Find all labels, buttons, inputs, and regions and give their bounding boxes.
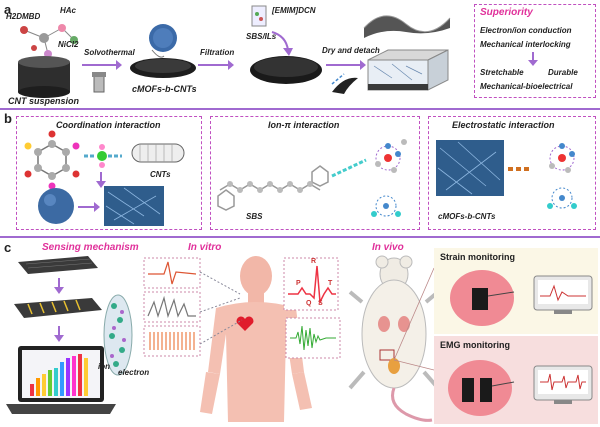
human-body	[200, 256, 312, 422]
superiority-item-2: Mechanical interlocking	[480, 40, 571, 49]
superiority-box	[474, 4, 596, 98]
ecg-s: S	[318, 300, 323, 307]
cmofs-label-b: cMOFs-b-CNTs	[438, 212, 496, 221]
superiority-item-5: Mechanical-bioelectrical	[480, 82, 573, 91]
sensor-strip-stretched	[14, 298, 102, 318]
electrostatic-box	[428, 116, 596, 230]
superiority-item-4: Durable	[548, 68, 578, 77]
product-cmofs: cMOFs-b-CNTs	[132, 84, 197, 94]
panel-letter-a: a	[4, 2, 12, 17]
superiority-item-3: Stretchable	[480, 68, 524, 77]
laptop-icon	[6, 346, 116, 414]
ion-electron-zoom	[103, 294, 133, 376]
emg-muscle	[448, 360, 515, 416]
down-arrow-c2	[54, 326, 64, 342]
pour-arrow	[271, 31, 293, 56]
cnt-suspension-label: CNT suspension	[8, 96, 80, 106]
strain-muscle	[450, 270, 515, 326]
mof-sphere	[38, 188, 74, 224]
coordination-molecule	[24, 130, 80, 190]
arrow-filtration	[198, 60, 234, 70]
detached-film	[331, 73, 358, 94]
cnts-label: CNTs	[150, 170, 171, 179]
emg-monitor	[533, 365, 593, 404]
sbs-chain	[217, 158, 367, 211]
panel-letter-c: c	[4, 240, 12, 255]
superiority-title: Superiority	[480, 7, 533, 18]
in-vivo-title: In vivo	[372, 242, 404, 253]
ecg-box	[283, 257, 339, 311]
emg-box-vitro	[285, 317, 341, 359]
emg-title: EMG monitoring	[440, 340, 510, 350]
step-filtration: Filtration	[200, 48, 235, 57]
ecg-r: R	[311, 258, 317, 265]
sensor-strip-top	[18, 256, 98, 274]
separator-b-c	[0, 236, 600, 238]
reagent-hac: HAc	[60, 6, 77, 15]
connector-lines	[199, 271, 243, 345]
in-vitro-title: In vitro	[188, 242, 222, 253]
il-vial	[251, 5, 267, 27]
signal-box-1	[143, 257, 201, 289]
cmofs-dish	[130, 24, 196, 78]
ion-label: ion	[98, 362, 110, 371]
autoclave-icon	[92, 72, 106, 93]
strain-title: Strain monitoring	[440, 252, 515, 262]
sbs-ils-label: SBS/ILs	[246, 32, 277, 41]
wavy-film	[363, 15, 451, 38]
reagent-h2dmbd: H2DMBD	[6, 12, 41, 21]
emim-cation	[375, 139, 407, 173]
cnt-suspension-beaker	[18, 56, 70, 98]
electrostatic-title: Electrostatic interaction	[452, 120, 555, 130]
step-dry-detach: Dry and detach	[322, 46, 380, 55]
cnt-tube	[131, 143, 185, 163]
signal-box-2	[143, 291, 201, 323]
ionic-liquid-label: [EMIM]DCN	[272, 6, 316, 15]
cmofs-sem-electro	[436, 140, 504, 196]
heart-icon	[236, 316, 254, 331]
strain-monitor	[533, 275, 593, 314]
separator-a-b	[0, 108, 600, 110]
superiority-item-1: Electron/ion conduction	[480, 26, 572, 35]
cmofs-sem-coord	[104, 186, 164, 226]
arrow-solvothermal	[82, 60, 122, 70]
sbs-label: SBS	[246, 212, 263, 221]
signal-box-3	[143, 325, 201, 357]
ecg-q: Q	[306, 300, 312, 307]
superiority-arrow	[528, 52, 538, 66]
coordination-title: Coordination interaction	[56, 120, 161, 130]
ion-pi-box	[210, 116, 420, 230]
panel-letter-b: b	[4, 111, 12, 126]
sensing-title: Sensing mechanism	[42, 242, 139, 253]
step-solvothermal: Solvothermal	[84, 48, 135, 57]
rat-connectors	[393, 267, 435, 371]
reagent-molecules	[20, 24, 78, 58]
dcn-anion	[371, 195, 401, 217]
ecg-p: P	[296, 280, 301, 287]
coordination-box	[16, 116, 202, 230]
rat-body	[348, 255, 440, 422]
electron-label: electron	[118, 368, 150, 377]
right-arrow-coord	[78, 202, 100, 212]
reagent-nicl2: NiCl2	[58, 40, 79, 49]
composite-block	[367, 49, 449, 91]
ni-node	[84, 144, 122, 168]
electrostatic-link	[508, 167, 532, 171]
arrow-dry	[326, 60, 366, 70]
down-arrow-c1	[54, 278, 64, 294]
emim-cation-2	[547, 143, 577, 209]
down-arrow-coord	[96, 172, 106, 188]
ion-pi-title: Ion-π interaction	[268, 120, 340, 130]
ecg-t: T	[328, 280, 333, 287]
filter-disc	[250, 56, 322, 84]
